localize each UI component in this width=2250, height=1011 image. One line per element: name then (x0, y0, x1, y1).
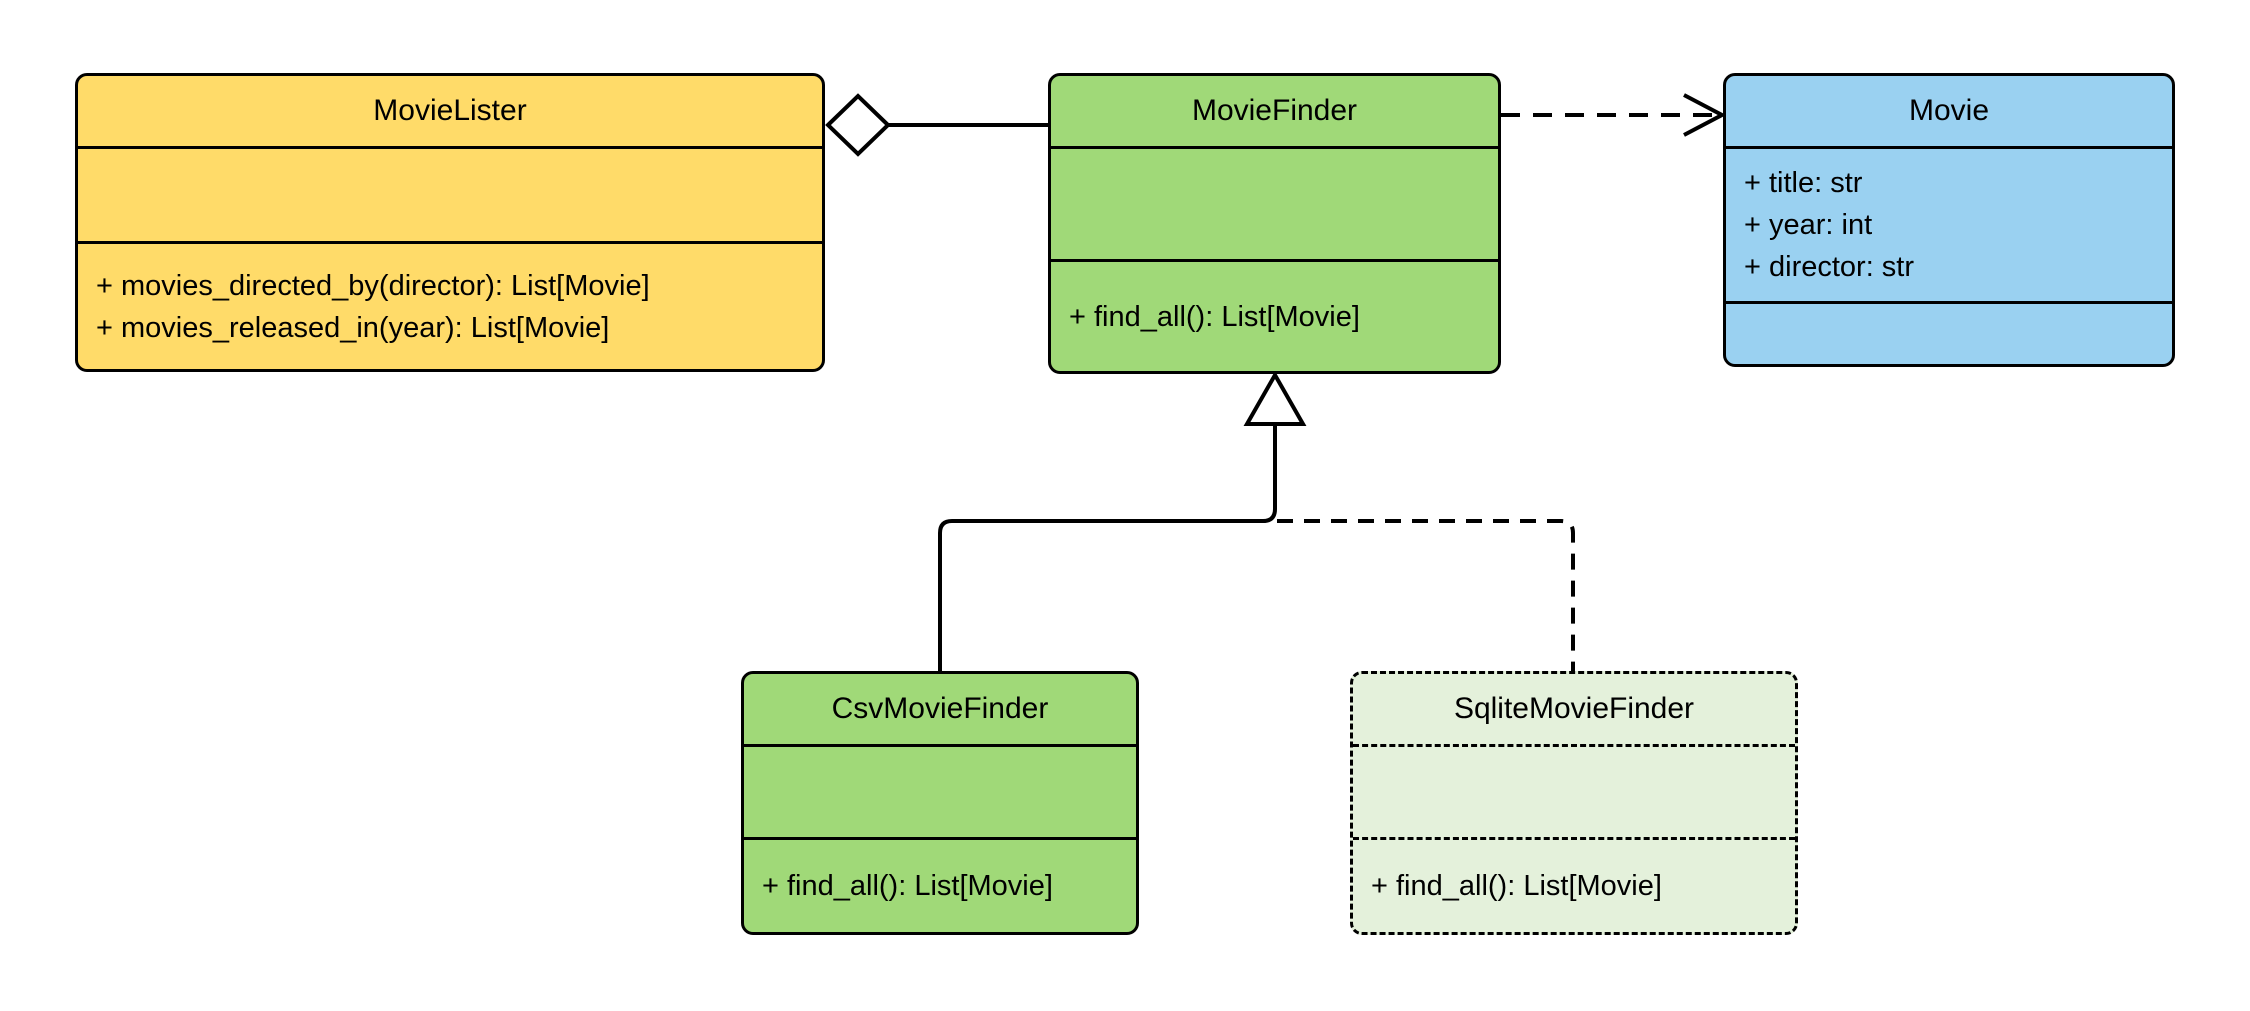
method-label: + find_all(): List[Movie] (1069, 300, 1360, 333)
class-attributes: + title: str + year: int + director: str (1726, 146, 2172, 301)
generalization-triangle (1243, 370, 1307, 426)
aggregation-connector (825, 93, 1052, 157)
dependency-connector (1501, 93, 1727, 137)
class-attributes-empty (78, 146, 822, 241)
class-sqlitemoviefinder: SqliteMovieFinder + find_all(): List[Mov… (1350, 671, 1798, 935)
method-label: + find_all(): List[Movie] (1371, 870, 1662, 902)
generalization-connector (938, 370, 1575, 673)
generalization-line-dashed (1277, 519, 1575, 673)
class-methods: + find_all(): List[Movie] (1051, 259, 1498, 371)
method-label: + find_all(): List[Movie] (762, 870, 1053, 902)
class-title: MovieLister (373, 94, 527, 127)
class-movie: Movie + title: str + year: int + directo… (1723, 73, 2175, 367)
class-title: MovieFinder (1191, 94, 1358, 127)
attribute-label: + year: int (1744, 209, 1873, 241)
class-methods: + movies_directed_by(director): List[Mov… (78, 241, 822, 369)
class-attributes-empty (1353, 744, 1795, 837)
generalization-line-solid (938, 424, 1277, 673)
class-title: CsvMovieFinder (831, 692, 1049, 725)
attribute-label: + director: str (1744, 251, 1915, 283)
class-movielister: MovieLister + movies_directed_by(directo… (75, 73, 825, 372)
class-attributes-empty (744, 744, 1136, 837)
aggregation-diamond (825, 93, 891, 157)
class-attributes-empty (1051, 146, 1498, 259)
class-csvmoviefinder: CsvMovieFinder + find_all(): List[Movie] (741, 671, 1139, 935)
class-title: Movie (1908, 94, 1990, 127)
dependency-open-arrowhead (1683, 93, 1727, 137)
class-methods: + find_all(): List[Movie] (744, 837, 1136, 932)
class-title: SqliteMovieFinder (1453, 692, 1695, 725)
attribute-label: + title: str (1744, 167, 1863, 199)
method-label: + movies_directed_by(director): List[Mov… (96, 269, 650, 302)
class-methods: + find_all(): List[Movie] (1353, 837, 1795, 932)
class-moviefinder: MovieFinder + find_all(): List[Movie] (1048, 73, 1501, 374)
class-methods-empty (1726, 301, 2172, 364)
method-label: + movies_released_in(year): List[Movie] (96, 311, 610, 344)
